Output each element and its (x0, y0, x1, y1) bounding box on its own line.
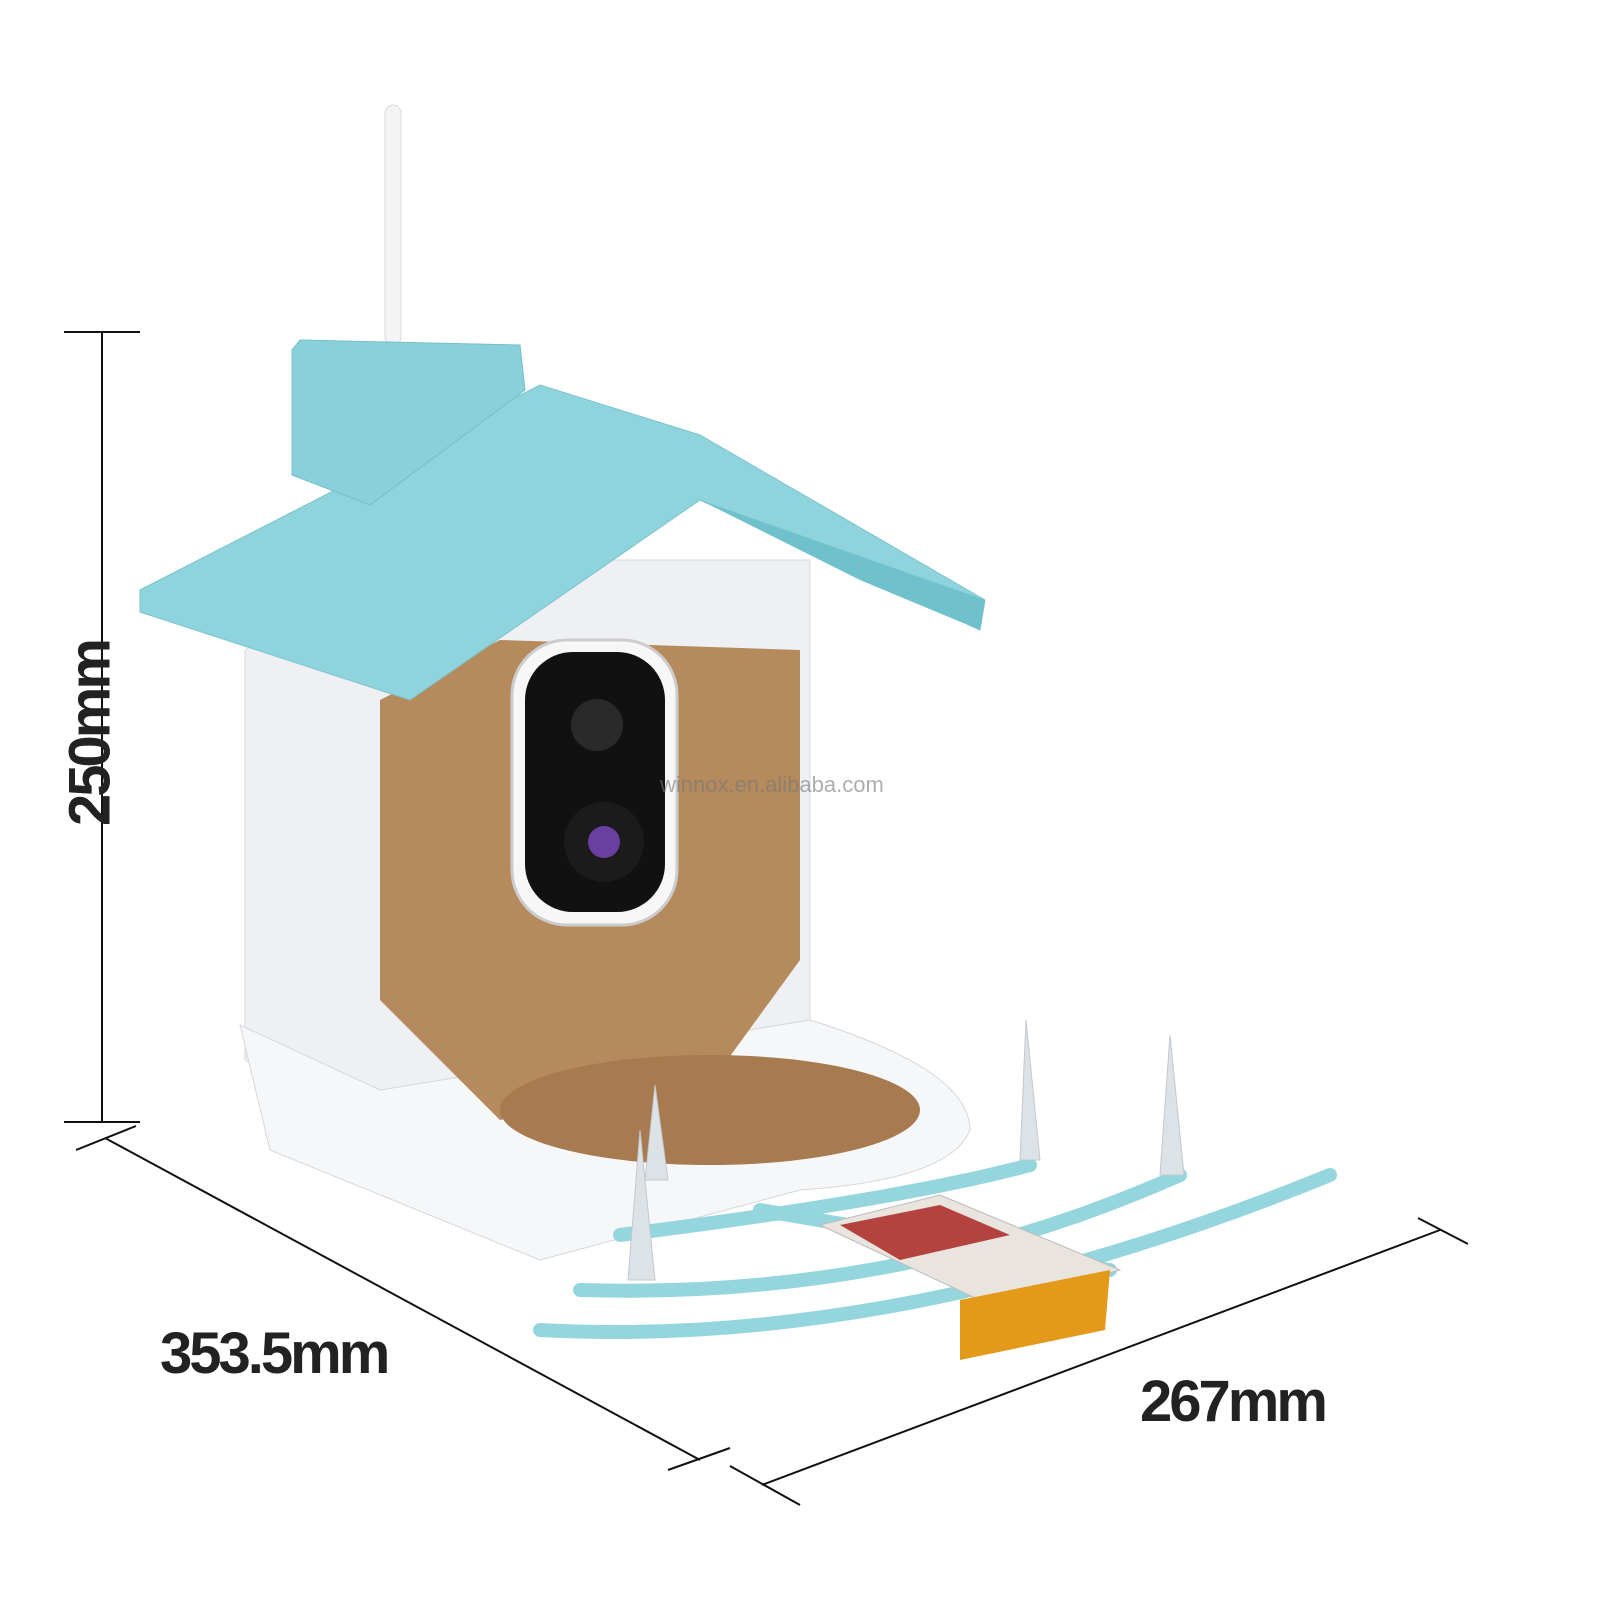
antenna (384, 104, 402, 346)
watermark: winnox.en.alibaba.com (660, 772, 884, 797)
jelly-cup (960, 1270, 1110, 1360)
width-label: 267mm (1140, 1369, 1328, 1434)
height-label: 250mm (57, 641, 123, 826)
depth-label: 353.5mm (160, 1321, 390, 1386)
perch-spikes (627, 1019, 1185, 1281)
pir-sensor (571, 699, 623, 751)
seed-pile (500, 1055, 920, 1165)
dimension-lines (64, 331, 1469, 1506)
chimney (291, 339, 526, 506)
